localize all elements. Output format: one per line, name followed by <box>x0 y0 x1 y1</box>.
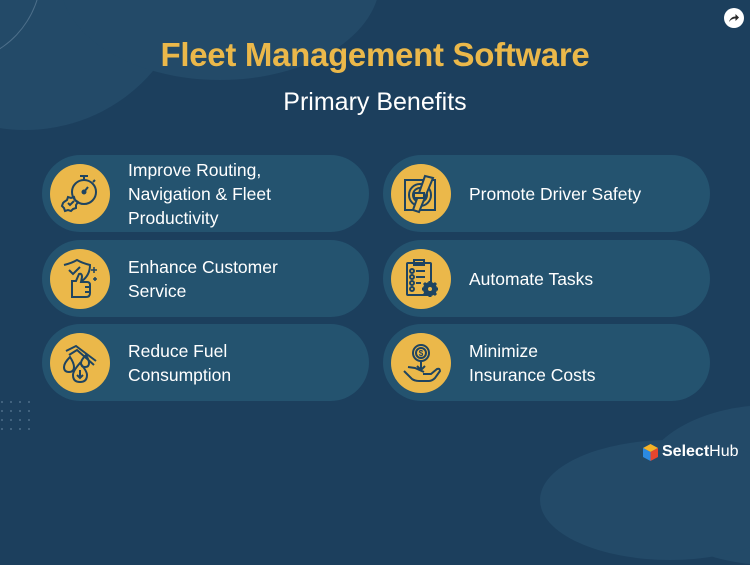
brand-name-regular: Hub <box>709 443 739 460</box>
page-title: Fleet Management Software <box>160 36 590 73</box>
stopwatch-gear-icon <box>60 174 97 212</box>
svg-text:$: $ <box>419 349 424 358</box>
brand-name-bold: Select <box>662 443 710 460</box>
benefit-label: Enhance Customer Service <box>128 256 278 301</box>
benefit-label: Reduce Fuel Consumption <box>128 340 232 385</box>
selecthub-logo: SelectHub <box>643 443 739 461</box>
decorative-dot-grid <box>1 401 37 437</box>
page-subtitle: Primary Benefits <box>283 88 467 116</box>
fuel-drops-down-icon <box>62 344 97 383</box>
benefit-label: Improve Routing, Navigation & Fleet Prod… <box>128 159 271 228</box>
benefit-card-routing: Improve Routing, Navigation & Fleet Prod… <box>42 155 369 232</box>
benefit-card-insurance: $ Minimize Insurance Costs <box>383 324 710 401</box>
benefit-card-automate: Automate Tasks <box>383 240 710 317</box>
share-button[interactable] <box>724 8 744 28</box>
benefit-label: Automate Tasks <box>469 268 594 289</box>
benefit-label: Minimize Insurance Costs <box>469 340 596 385</box>
shield-thumbs-up-icon <box>63 258 97 298</box>
coin-hand-icon: $ <box>403 343 442 382</box>
benefit-label: Promote Driver Safety <box>469 183 642 204</box>
benefit-card-fuel: Reduce Fuel Consumption <box>42 324 369 401</box>
benefit-card-customer-service: Enhance Customer Service <box>42 240 369 317</box>
clipboard-gear-icon <box>406 258 438 297</box>
share-arrow-icon <box>729 14 739 22</box>
cube-logo-icon <box>643 443 658 461</box>
steering-seatbelt-icon <box>404 174 436 213</box>
benefit-card-safety: Promote Driver Safety <box>383 155 710 232</box>
